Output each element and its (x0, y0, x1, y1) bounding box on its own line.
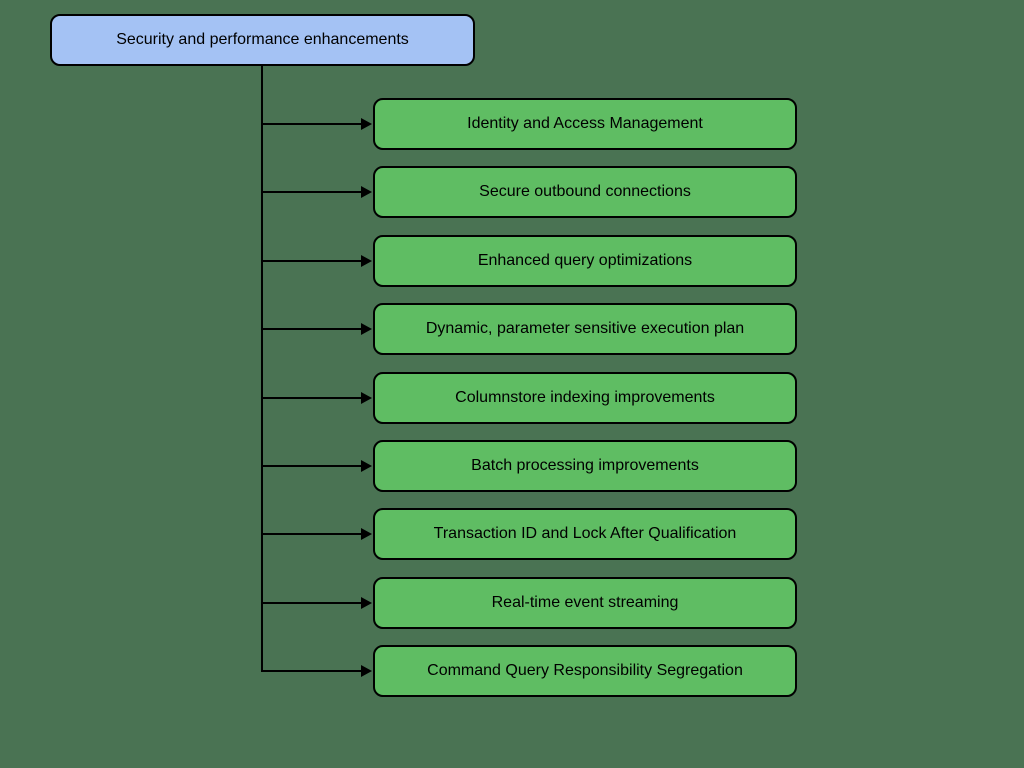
leaf-node-label: Command Query Responsibility Segregation (427, 662, 743, 680)
branch-item: Secure outbound connections (262, 166, 802, 218)
branch-item: Transaction ID and Lock After Qualificat… (262, 508, 802, 560)
leaf-node: Command Query Responsibility Segregation (373, 645, 797, 697)
arrowhead-icon (361, 118, 372, 130)
root-node: Security and performance enhancements (50, 14, 475, 66)
connector-line (262, 533, 364, 535)
arrowhead-icon (361, 665, 372, 677)
branch-item: Real-time event streaming (262, 577, 802, 629)
leaf-node-label: Real-time event streaming (491, 594, 679, 612)
leaf-node: Identity and Access Management (373, 98, 797, 150)
leaf-node: Secure outbound connections (373, 166, 797, 218)
connector-line (262, 670, 364, 672)
leaf-node: Enhanced query optimizations (373, 235, 797, 287)
leaf-node: Dynamic, parameter sensitive execution p… (373, 303, 797, 355)
connector-line (262, 260, 364, 262)
connector-line (262, 328, 364, 330)
leaf-node: Batch processing improvements (373, 440, 797, 492)
leaf-node: Columnstore indexing improvements (373, 372, 797, 424)
leaf-node-label: Batch processing improvements (471, 457, 699, 475)
arrowhead-icon (361, 392, 372, 404)
leaf-node: Transaction ID and Lock After Qualificat… (373, 508, 797, 560)
root-node-label: Security and performance enhancements (116, 31, 409, 49)
branch-item: Enhanced query optimizations (262, 235, 802, 287)
arrowhead-icon (361, 528, 372, 540)
connector-line (262, 465, 364, 467)
leaf-node-label: Identity and Access Management (467, 115, 703, 133)
arrowhead-icon (361, 460, 372, 472)
arrowhead-icon (361, 323, 372, 335)
branch-item: Command Query Responsibility Segregation (262, 645, 802, 697)
arrowhead-icon (361, 597, 372, 609)
leaf-node-label: Secure outbound connections (479, 183, 691, 201)
branch-item: Dynamic, parameter sensitive execution p… (262, 303, 802, 355)
branch-item: Identity and Access Management (262, 98, 802, 150)
branch-item: Batch processing improvements (262, 440, 802, 492)
connector-line (262, 123, 364, 125)
leaf-node-label: Columnstore indexing improvements (455, 389, 715, 407)
connector-line (262, 191, 364, 193)
leaf-node: Real-time event streaming (373, 577, 797, 629)
connector-trunk-line (261, 66, 263, 672)
leaf-node-label: Transaction ID and Lock After Qualificat… (433, 525, 737, 543)
arrowhead-icon (361, 186, 372, 198)
branch-item: Columnstore indexing improvements (262, 372, 802, 424)
arrowhead-icon (361, 255, 372, 267)
connector-line (262, 602, 364, 604)
leaf-node-label: Enhanced query optimizations (477, 252, 693, 270)
connector-line (262, 397, 364, 399)
leaf-node-label: Dynamic, parameter sensitive execution p… (425, 320, 745, 338)
